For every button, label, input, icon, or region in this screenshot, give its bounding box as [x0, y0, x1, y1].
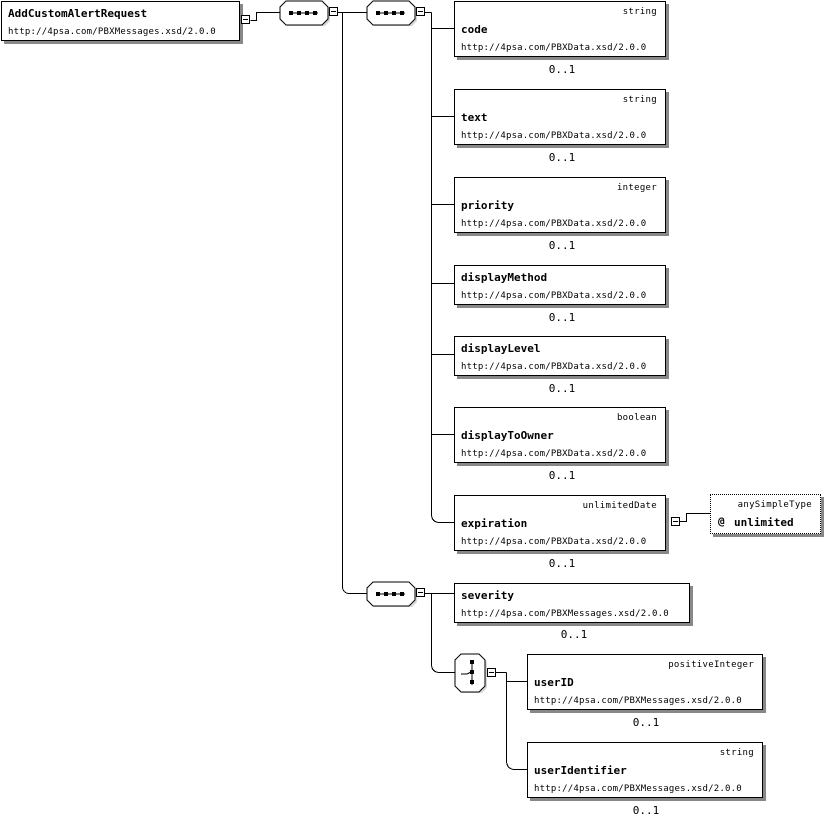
occurrence-label: 0..1	[548, 469, 576, 482]
element-namespace: http://4psa.com/PBXData.xsd/2.0.0	[461, 131, 647, 141]
sequence-collapse-toggle[interactable]	[416, 588, 425, 597]
choice-compositor-icon[interactable]	[453, 653, 489, 693]
root-collapse-toggle[interactable]	[241, 15, 250, 24]
sequence-compositor-icon[interactable]	[278, 0, 330, 26]
element-name: text	[461, 111, 488, 124]
element-name: displayLevel	[461, 342, 541, 355]
element-name: displayToOwner	[461, 429, 554, 442]
element-namespace: http://4psa.com/PBXData.xsd/2.0.0	[461, 537, 647, 547]
element-namespace: http://4psa.com/PBXMessages.xsd/2.0.0	[461, 609, 669, 619]
element-box-severity[interactable]: severity http://4psa.com/PBXMessages.xsd…	[454, 583, 690, 623]
occurrence-label: 0..1	[560, 628, 588, 641]
element-namespace: http://4psa.com/PBXData.xsd/2.0.0	[461, 449, 647, 459]
element-box-displaytoowner[interactable]: boolean displayToOwner http://4psa.com/P…	[454, 407, 666, 463]
element-box-displaylevel[interactable]: displayLevel http://4psa.com/PBXData.xsd…	[454, 336, 666, 376]
attribute-box-unlimited[interactable]: anySimpleType @ unlimited	[710, 494, 821, 534]
root-element-box[interactable]: AddCustomAlertRequest http://4psa.com/PB…	[1, 1, 240, 41]
element-name: expiration	[461, 517, 528, 530]
sequence-compositor-icon[interactable]	[365, 0, 417, 26]
element-type: positiveInteger	[668, 660, 754, 670]
element-name: priority	[461, 199, 514, 212]
element-namespace: http://4psa.com/PBXData.xsd/2.0.0	[461, 291, 647, 301]
element-name: displayMethod	[461, 271, 548, 284]
element-name: userID	[534, 676, 574, 689]
sequence-collapse-toggle[interactable]	[329, 7, 338, 16]
element-namespace: http://4psa.com/PBXData.xsd/2.0.0	[461, 362, 647, 372]
choice-collapse-toggle[interactable]	[487, 668, 496, 677]
element-namespace: http://4psa.com/PBXData.xsd/2.0.0	[461, 43, 647, 53]
element-type: integer	[616, 183, 657, 193]
occurrence-label: 0..1	[548, 311, 576, 324]
element-name: code	[461, 23, 488, 36]
occurrence-label: 0..1	[548, 151, 576, 164]
occurrence-label: 0..1	[548, 557, 576, 570]
element-namespace: http://4psa.com/PBXMessages.xsd/2.0.0	[534, 696, 742, 706]
occurrence-label: 0..1	[632, 716, 660, 729]
element-type: unlimitedDate	[582, 501, 657, 511]
element-box-displaymethod[interactable]: displayMethod http://4psa.com/PBXData.xs…	[454, 265, 666, 305]
element-name: severity	[461, 589, 514, 602]
attribute-at-icon: @	[718, 515, 725, 528]
element-type: string	[622, 7, 657, 17]
attribute-name: unlimited	[734, 516, 794, 529]
occurrence-label: 0..1	[632, 804, 660, 817]
root-element-namespace: http://4psa.com/PBXMessages.xsd/2.0.0	[8, 27, 216, 37]
element-type: string	[719, 748, 754, 758]
element-name: userIdentifier	[534, 764, 627, 777]
element-namespace: http://4psa.com/PBXData.xsd/2.0.0	[461, 219, 647, 229]
element-box-useridentifier[interactable]: string userIdentifier http://4psa.com/PB…	[527, 742, 763, 798]
expiration-collapse-toggle[interactable]	[671, 517, 680, 526]
element-namespace: http://4psa.com/PBXMessages.xsd/2.0.0	[534, 784, 742, 794]
occurrence-label: 0..1	[548, 63, 576, 76]
element-box-priority[interactable]: integer priority http://4psa.com/PBXData…	[454, 177, 666, 233]
attribute-type: anySimpleType	[737, 500, 812, 510]
element-box-userid[interactable]: positiveInteger userID http://4psa.com/P…	[527, 654, 763, 710]
occurrence-label: 0..1	[548, 382, 576, 395]
element-type: string	[622, 95, 657, 105]
sequence-collapse-toggle[interactable]	[416, 7, 425, 16]
occurrence-label: 0..1	[548, 239, 576, 252]
sequence-compositor-icon[interactable]	[365, 581, 417, 607]
element-box-expiration[interactable]: unlimitedDate expiration http://4psa.com…	[454, 495, 666, 551]
element-box-code[interactable]: string code http://4psa.com/PBXData.xsd/…	[454, 1, 666, 57]
element-box-text[interactable]: string text http://4psa.com/PBXData.xsd/…	[454, 89, 666, 145]
element-type: boolean	[616, 413, 657, 423]
root-element-name: AddCustomAlertRequest	[8, 7, 148, 20]
